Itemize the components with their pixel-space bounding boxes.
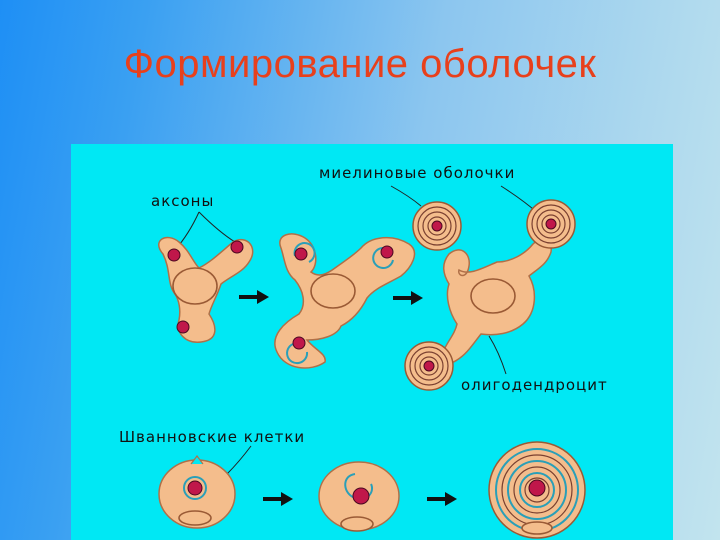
myelin-sheath [412, 201, 462, 251]
label-axons: аксоны [151, 192, 214, 210]
axon [292, 336, 306, 350]
myelin-sheath [526, 199, 576, 249]
axon [528, 479, 546, 497]
slide-title: Формирование оболочек [123, 42, 597, 86]
nucleus [470, 278, 516, 314]
label-oligodendrocyte: олигодендроцит [461, 376, 608, 394]
axon [176, 320, 190, 334]
schwann-cell-stage-1 [158, 455, 236, 529]
nucleus [178, 510, 212, 526]
nucleus [340, 516, 374, 532]
nucleus [521, 521, 553, 535]
arrow-right-icon [239, 290, 269, 304]
sheath [183, 476, 207, 500]
axon [230, 240, 244, 254]
oligodendrocyte-stage-2 [274, 233, 416, 369]
schwann-cell-stage-2 [318, 461, 400, 532]
oligodendrocyte-stage-3 [404, 199, 576, 391]
oligodendrocyte-stage-1 [158, 236, 254, 343]
axon [294, 247, 308, 261]
sheath [372, 247, 394, 269]
arrow-right-icon [263, 492, 293, 506]
axon [380, 245, 394, 259]
arrow-right-icon [393, 291, 423, 305]
axon [352, 487, 370, 505]
schwann-cell-stage-3 [488, 441, 586, 539]
nucleus [310, 273, 356, 309]
sheath [286, 343, 309, 365]
label-myelin-sheaths: миелиновые оболочки [319, 164, 515, 182]
sheath [293, 242, 316, 263]
arrow-right-icon [427, 492, 457, 506]
axon [187, 480, 203, 496]
axon [167, 248, 181, 262]
label-schwann-cells: Шванновские клетки [119, 428, 305, 446]
myelination-diagram: аксоны миелиновые оболочки олигодендроци… [71, 144, 673, 540]
nucleus [172, 267, 218, 305]
myelin-sheath [404, 341, 454, 391]
